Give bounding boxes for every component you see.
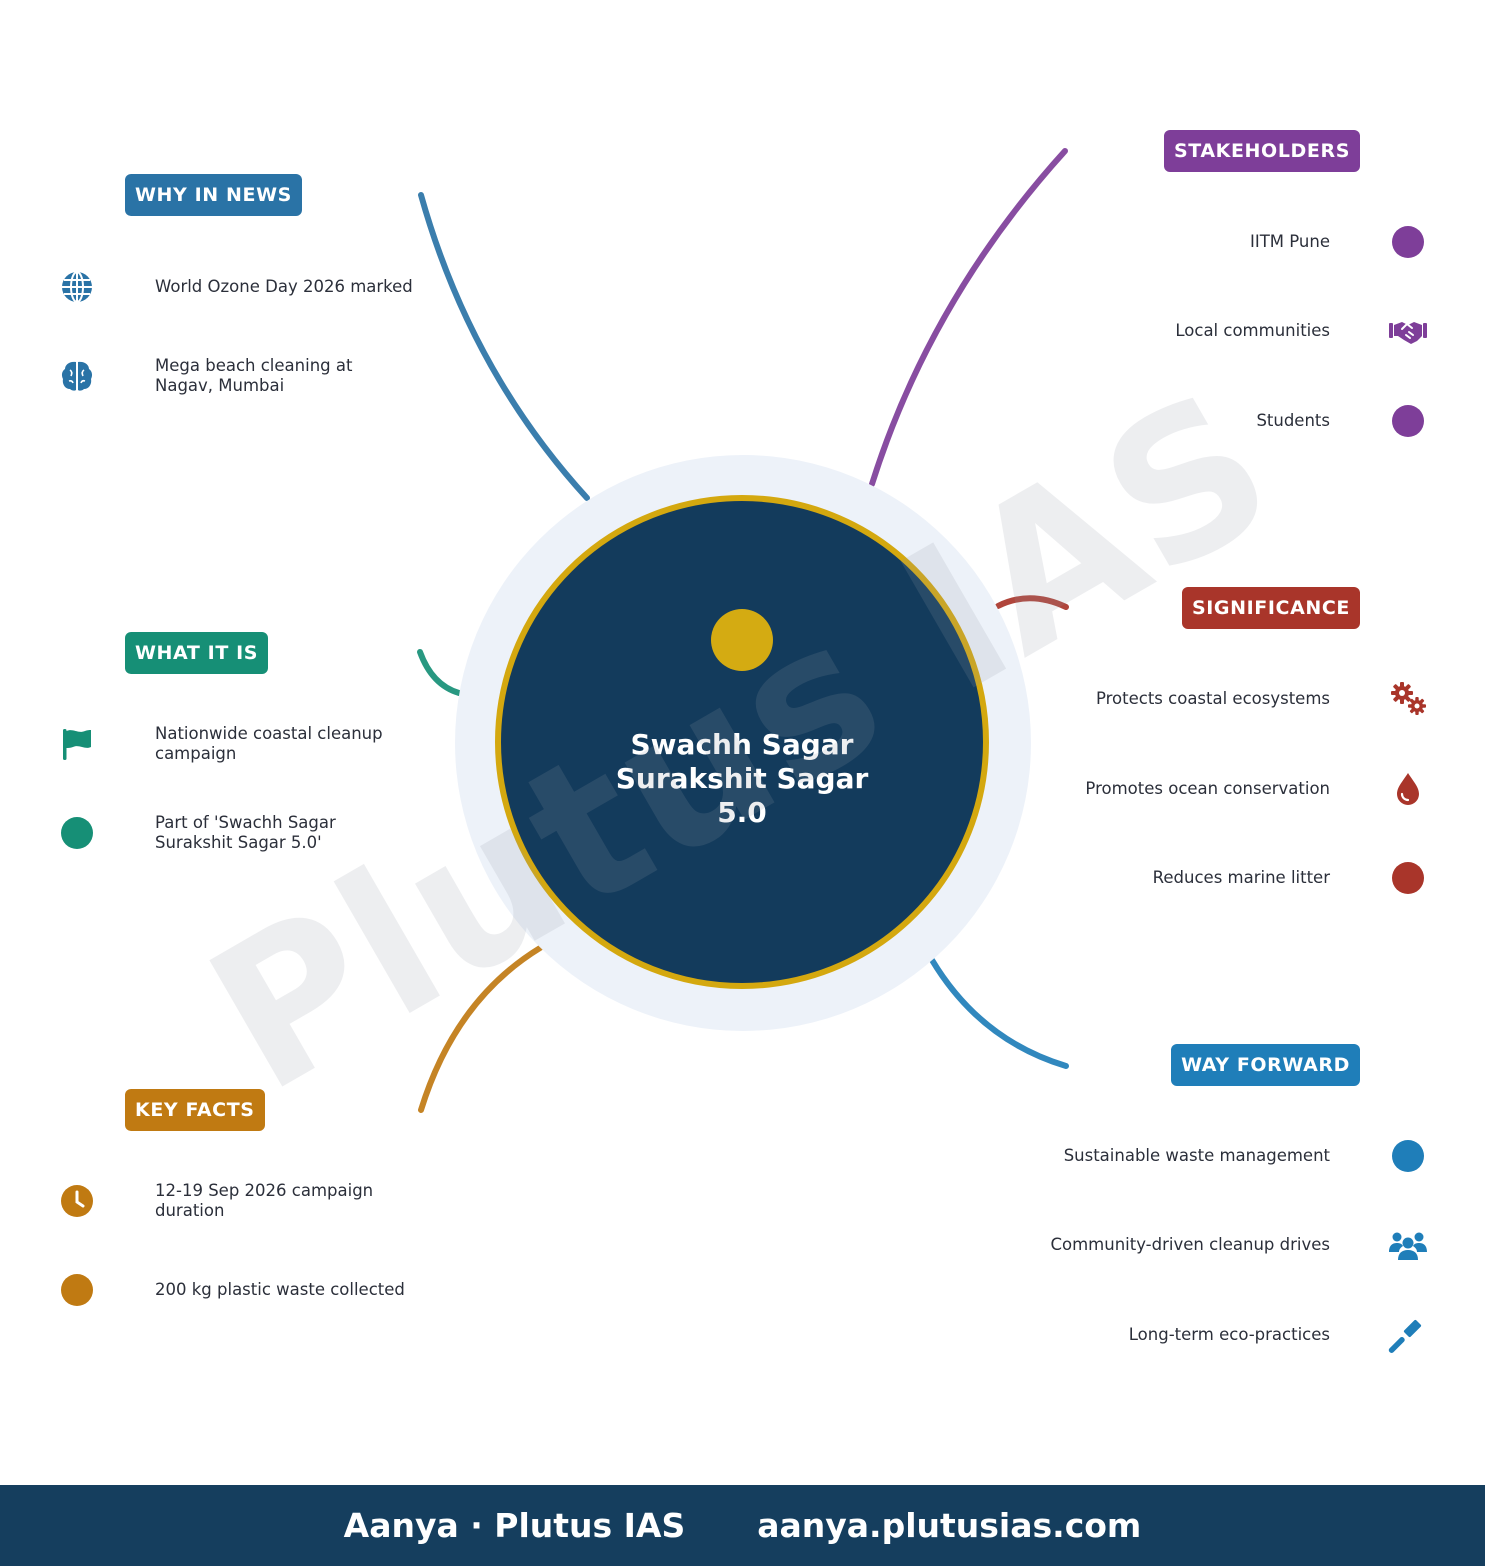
connector-key-facts [418, 945, 543, 1113]
users-icon [1388, 1225, 1428, 1265]
branch-label-significance: SIGNIFICANCE [1181, 587, 1360, 629]
gears-icon [1388, 679, 1428, 719]
branch-item-text: Long-term eco-practices [1128, 1325, 1330, 1344]
hub-title-line: Swachh Sagar [630, 728, 854, 761]
branch-label-way-forward: WAY FORWARD [1171, 1044, 1360, 1086]
branch-item-text: World Ozone Day 2026 marked [155, 277, 413, 296]
connector-what-it-is [417, 649, 462, 696]
branch-label-key-facts: KEY FACTS [125, 1089, 265, 1131]
connector-layer [417, 148, 1069, 1113]
hub-title-line: Surakshit Sagar [615, 762, 869, 795]
handshake-icon [1388, 311, 1428, 351]
branch-item-text: Part of 'Swachh Sagar Surakshit Sagar 5.… [155, 813, 336, 852]
branch-item-text: Protects coastal ecosystems [1095, 689, 1330, 708]
hub-title-line: 5.0 [717, 796, 767, 829]
footer-author: Aanya · Plutus IAS [343, 1506, 686, 1545]
footer-url: aanya.plutusias.com [757, 1506, 1142, 1545]
circle-icon [57, 813, 97, 853]
globe-icon [57, 267, 97, 307]
branch-item-text: Students [1256, 411, 1330, 430]
footer-bar: Aanya · Plutus IAS aanya.plutusias.com [0, 1485, 1485, 1566]
branch-item-text: Community-driven cleanup drives [1050, 1235, 1330, 1254]
clock-icon [57, 1181, 97, 1221]
connector-way-forward [929, 957, 1069, 1069]
branch-item-text: 12-19 Sep 2026 campaign duration [155, 1181, 374, 1220]
circle-icon [1388, 222, 1428, 262]
branch-label-why-in-news: WHY IN NEWS [125, 174, 302, 216]
circle-icon [1388, 1136, 1428, 1176]
branch-item-text: Sustainable waste management [1063, 1146, 1330, 1165]
flag-icon [57, 724, 97, 764]
brain-icon [57, 356, 97, 396]
circle-icon [1388, 401, 1428, 441]
circle-icon [1388, 858, 1428, 898]
connector-why-in-news [418, 192, 590, 501]
branch-item-text: Reduces marine litter [1152, 868, 1330, 887]
branch-label-stakeholders: STAKEHOLDERS [1163, 130, 1360, 172]
connector-stakeholders [869, 148, 1068, 487]
hub-title: Swachh Sagar Surakshit Sagar 5.0 [542, 728, 942, 830]
branch-item-text: Local communities [1175, 321, 1330, 340]
branch-item-text: Promotes ocean conservation [1085, 779, 1330, 798]
droplet-icon [1388, 769, 1428, 809]
central-hub [495, 495, 989, 989]
branch-item-text: 200 kg plastic waste collected [155, 1280, 405, 1299]
branch-item-text: Mega beach cleaning at Nagav, Mumbai [155, 356, 353, 395]
circle-icon [57, 1270, 97, 1310]
hub-dot-icon [711, 609, 773, 671]
branch-label-what-it-is: WHAT IT IS [125, 632, 269, 674]
gavel-icon [1388, 1315, 1428, 1355]
mindmap-canvas: Swachh Sagar Surakshit Sagar 5.0 Plutus … [57, 130, 1428, 1355]
branch-item-text: Nationwide coastal cleanup campaign [155, 724, 383, 763]
branch-item-text: IITM Pune [1249, 232, 1330, 251]
connector-significance [995, 595, 1069, 610]
